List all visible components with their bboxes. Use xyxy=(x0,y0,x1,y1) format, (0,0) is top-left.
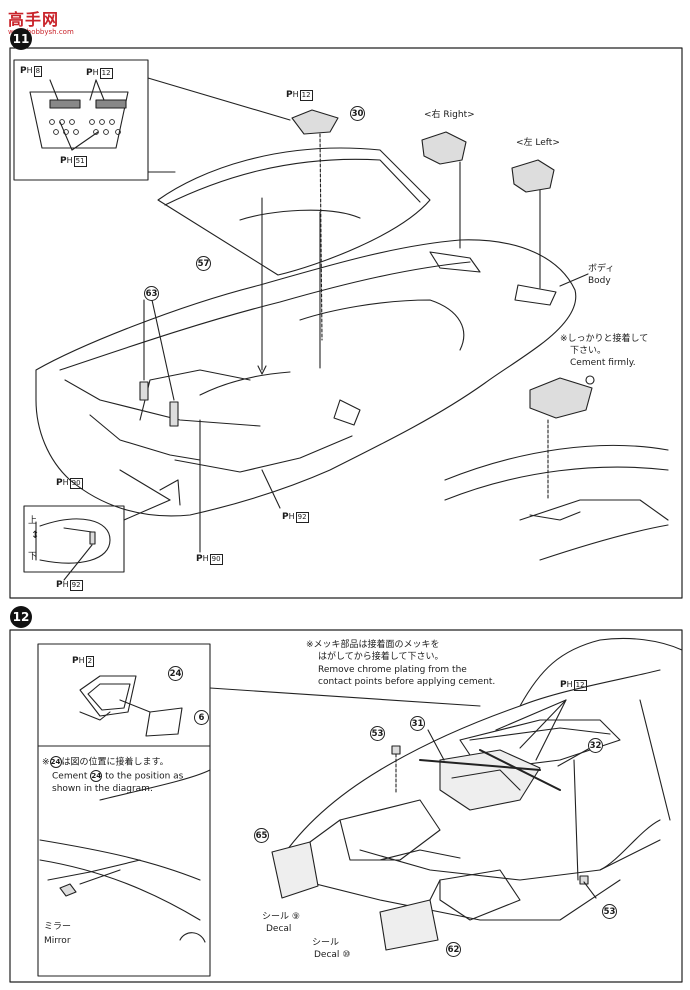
note-position-en-2: shown in the diagram. xyxy=(52,784,153,794)
part-63-callout: 63 xyxy=(144,286,159,301)
step-12-frame xyxy=(9,629,683,983)
watermark-url: www.hobbysh.com xyxy=(8,28,74,36)
label-seal-jp-10: シール xyxy=(312,938,340,948)
label-decal-en-10: Decal ⑩ xyxy=(314,950,351,960)
part-32-callout: 32 xyxy=(588,738,603,753)
label-down: 下 xyxy=(28,552,38,562)
inset-rear-panel-frame xyxy=(13,59,149,181)
car-body-outline xyxy=(35,239,577,517)
label-mirror-en: Mirror xyxy=(44,936,71,946)
label-right: <右 Right> xyxy=(424,110,475,120)
note-position-jp: ※24は図の位置に接着します。 xyxy=(42,756,169,768)
label-decal-en-9: Decal xyxy=(266,924,292,934)
part-62-callout: 62 xyxy=(446,942,461,957)
note-chrome-jp-1: ※メッキ部品は接着面のメッキを xyxy=(306,640,440,650)
arrow-up-down-icon: ↕ xyxy=(31,530,40,541)
note-cement-en: Cement firmly. xyxy=(570,358,636,368)
label-body-en: Body xyxy=(588,276,611,286)
note-cement-jp-1: ※しっかりと接着して xyxy=(560,334,649,344)
inset-mirror-frame xyxy=(37,643,211,747)
note-chrome-en-2: contact points before applying cement. xyxy=(318,677,496,687)
note-cement-jp-2: 下さい。 xyxy=(570,346,607,356)
car-hood-outline xyxy=(279,669,661,861)
inset-mirror-detail-frame xyxy=(23,505,125,573)
part-53-callout-fender: 53 xyxy=(602,904,617,919)
note-chrome-en-1: Remove chrome plating from the xyxy=(318,665,467,675)
step-number-11: 11 xyxy=(10,28,32,50)
part-65-callout: 65 xyxy=(254,828,269,843)
note-position-en-1: Cement 24 to the position as xyxy=(52,770,184,782)
watermark-brand: 高手网 xyxy=(8,10,60,29)
part-53-callout-hood: 53 xyxy=(370,726,385,741)
label-seal-jp-9: シール ⑨ xyxy=(262,912,300,922)
label-mirror-jp: ミラー xyxy=(44,922,72,932)
note-chrome-jp-2: はがしてから接着して下さい。 xyxy=(318,652,444,662)
label-left: <左 Left> xyxy=(516,138,560,148)
part-31-callout: 31 xyxy=(410,716,425,731)
part-6-callout: 6 xyxy=(194,710,209,725)
step-11-frame xyxy=(9,47,683,599)
part-30-callout: 30 xyxy=(350,106,365,121)
part-57-callout: 57 xyxy=(196,256,211,271)
label-up: 上 xyxy=(28,516,38,526)
step-number-12: 12 xyxy=(10,606,32,628)
watermark-logo: 高手网 www.hobbysh.com xyxy=(8,6,74,36)
label-body-jp: ボディ xyxy=(588,264,615,274)
part-24-callout: 24 xyxy=(168,666,183,681)
inset-side-view-frame xyxy=(37,745,211,977)
